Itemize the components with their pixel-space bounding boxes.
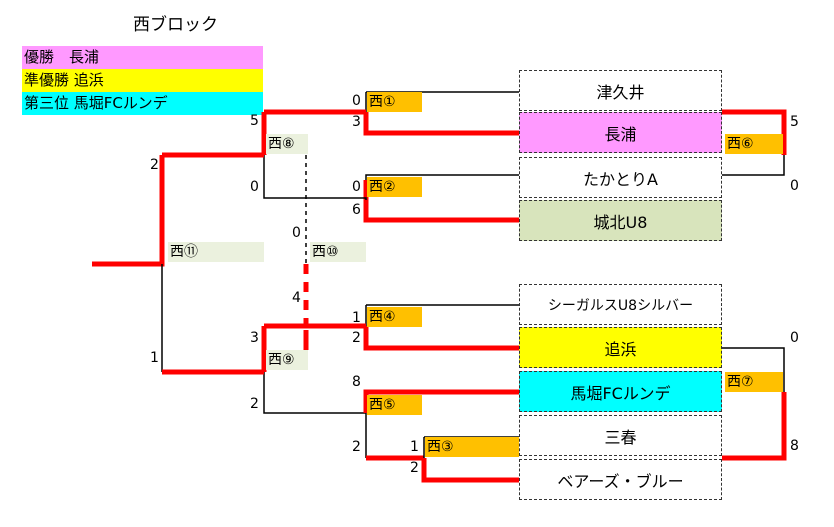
line-m9-win [261,323,366,372]
line-m6-win [722,109,787,155]
score-m4-top: 1 [352,310,361,326]
score-m2-top: 0 [352,179,361,195]
legend-third-place: 第三位 馬堀FCルンデ [22,92,263,115]
team-tsukui: 津久井 [519,70,722,111]
team-seagulls-u8-silver: シーガルスU8シルバー [519,284,722,325]
score-m6-top: 5 [790,114,799,130]
score-m5-bottom: 2 [352,439,361,455]
line-m1-win [363,112,519,136]
team-bears-blue: ベアーズ・ブルー [519,459,722,500]
score-m4-bottom: 2 [352,330,361,346]
match-label-8: 西⑧ [266,134,308,154]
match-label-2: 西② [367,177,422,197]
match-label-7: 西⑦ [725,372,783,392]
line-m4-win [363,326,519,351]
match-label-9: 西⑨ [266,350,308,370]
team-takatori-a: たかとりA [519,157,722,198]
line-m6-lose [722,155,785,176]
match-label-3: 西③ [425,437,519,457]
match-label-10: 西⑩ [310,242,366,262]
legend-runner-up: 準優勝 追浜 [22,69,263,92]
match-label-1: 西① [367,92,422,112]
score-m1-bottom: 3 [352,114,361,130]
score-m11-top: 2 [150,157,159,173]
line-m7-win [722,392,787,461]
score-m3-bottom: 2 [410,460,419,476]
match-label-6: 西⑥ [725,134,783,154]
score-m9-bottom: 2 [250,396,259,412]
team-johoku-u8: 城北U8 [519,200,722,241]
score-m5-top: 8 [352,374,361,390]
team-miharu: 三春 [519,415,722,456]
score-m1-top: 0 [352,93,361,109]
line-m2-win [363,180,519,223]
match-label-5: 西⑤ [367,395,422,415]
match-label-11: 西⑪ [168,242,264,262]
line-m8-lose [263,155,367,200]
score-m11-bottom: 1 [150,350,159,366]
team-mabori-fc-runde: 馬堀FCルンデ [519,371,722,412]
line-m5-win [363,389,519,413]
line-m8-win [261,109,366,155]
score-m8-bottom: 0 [250,179,259,195]
line-m3-win [421,458,519,483]
score-m10-bottom: 4 [292,290,301,306]
score-m2-bottom: 6 [352,202,361,218]
legend-champion: 優勝 長浦 [22,46,263,69]
team-oppama: 追浜 [519,327,722,368]
block-title: 西ブロック [133,15,218,35]
score-m6-bottom: 0 [790,178,799,194]
score-m10-top: 0 [292,225,301,241]
score-m9-top: 3 [250,330,259,346]
score-m3-top: 1 [410,439,419,455]
team-nagaura: 長浦 [519,112,722,153]
line-m9-lose [263,372,366,414]
score-m7-bottom: 8 [790,438,799,454]
match-label-4: 西④ [367,307,422,327]
score-m7-top: 0 [790,330,799,346]
score-m8-top: 5 [250,113,259,129]
line-m2-top [365,174,519,180]
line-m7-lose [722,347,785,392]
